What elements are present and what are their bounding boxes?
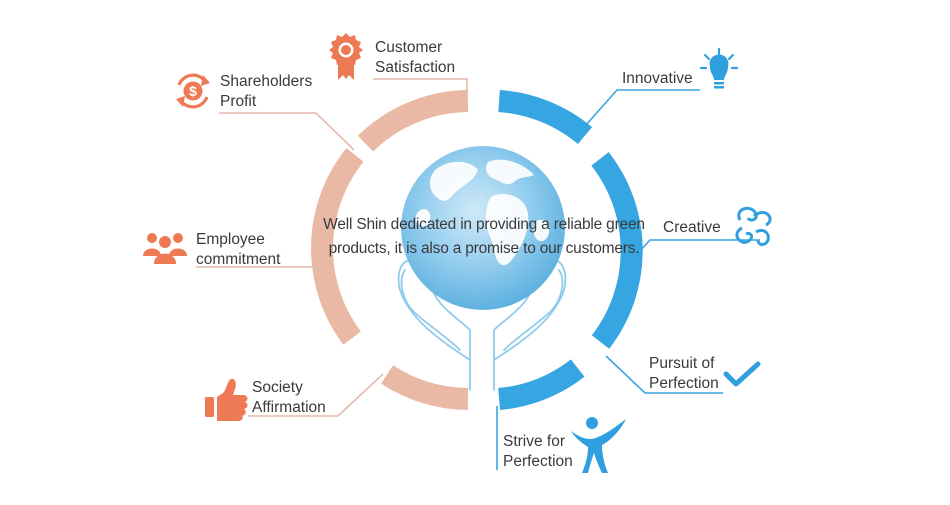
connector-creative — [639, 239, 760, 252]
label-employee-line-2: commitment — [196, 251, 281, 268]
thumbs-up-icon — [205, 378, 248, 421]
connector-shareholders — [219, 112, 355, 151]
ring-segment-society — [381, 365, 469, 410]
label-society-line-2: Affirmation — [252, 399, 326, 416]
team-people-icon — [143, 233, 187, 264]
label-shareholders-line-2: Profit — [220, 93, 257, 110]
connector-pursuit — [605, 355, 723, 394]
label-customer-line-1: Customer — [375, 39, 442, 56]
ring-segment-shareholders-employee — [311, 148, 364, 345]
ring-segment-strive — [497, 359, 585, 410]
ring-segment-innovative — [498, 90, 593, 145]
connectors-right — [496, 89, 760, 470]
creative-swirl-icon — [735, 206, 772, 246]
center-text-line-2: products, it is also a promise to our cu… — [329, 240, 640, 257]
connector-customer — [373, 78, 468, 94]
label-society-line-1: Society — [252, 379, 303, 396]
label-creative: Creative — [663, 219, 721, 236]
label-innovative: Innovative — [622, 70, 693, 87]
label-customer-line-2: Satisfaction — [375, 59, 455, 76]
connector-innovative — [585, 89, 700, 126]
connectors-left — [196, 78, 468, 417]
ring-segment-customer — [357, 90, 469, 152]
ring-segment-creative-pursuit — [591, 152, 643, 349]
raised-arms-person-icon — [571, 417, 626, 473]
checkmark-icon — [723, 361, 761, 387]
label-pursuit-line-2: Perfection — [649, 375, 719, 392]
lightbulb-icon — [699, 47, 739, 89]
label-employee-line-1: Employee — [196, 231, 265, 248]
label-pursuit-line-1: Pursuit of — [649, 355, 715, 372]
dollar-cycle-icon: $ — [176, 73, 210, 109]
svg-text:$: $ — [189, 83, 197, 99]
connector-society — [248, 373, 384, 417]
label-strive-line-1: Strive for — [503, 433, 565, 450]
ring — [311, 90, 643, 410]
center-text-line-1: Well Shin dedicated in providing a relia… — [323, 216, 645, 233]
globe-illustration — [401, 146, 565, 310]
label-shareholders-line-1: Shareholders — [220, 73, 312, 90]
label-strive-line-2: Perfection — [503, 453, 573, 470]
award-ribbon-icon — [329, 33, 363, 80]
